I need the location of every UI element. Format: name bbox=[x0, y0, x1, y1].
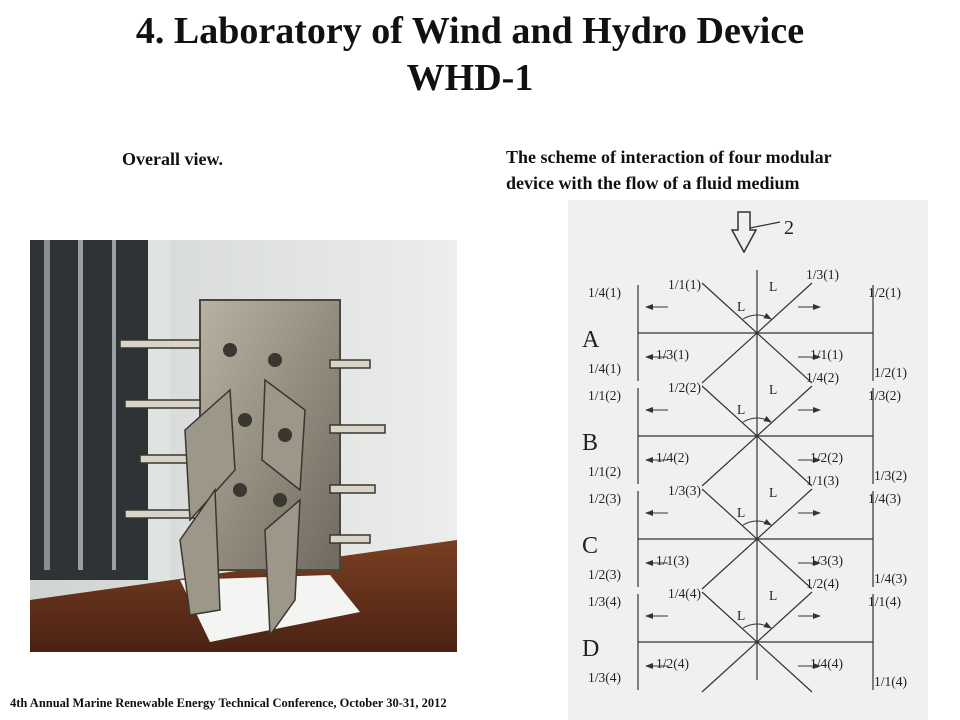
scheme-label-ll: 1/3(4) bbox=[588, 670, 621, 685]
scheme-row-c: 1/2(3) 1/3(3) 1/1(3) 1/4(3) 1/2(3) 1/1(3) 1/3(… bbox=[582, 473, 907, 590]
scheme-label-ul: 1/4(1) bbox=[588, 285, 621, 300]
scheme-label-ur: 1/1(4) bbox=[868, 594, 901, 609]
scheme-caption-line2: device with the flow of a fluid medium bbox=[506, 173, 800, 193]
scheme-label-lr: 1/3(2) bbox=[874, 468, 907, 483]
scheme-row-a: 1/4(1) 1/1(1) 1/3(1) 1/2(1) 1/4(1) 1/3(1) 1/1(… bbox=[582, 267, 907, 384]
angle-label: L bbox=[737, 608, 745, 623]
footer-text: 4th Annual Marine Renewable Energy Techn… bbox=[10, 696, 447, 710]
scheme-label-ucl: 1/1(1) bbox=[668, 277, 701, 292]
row-letter: B bbox=[582, 430, 598, 456]
interaction-scheme: 2 1/4(1)1/1(1)1/3(1)1/2(1)1/4(1)1/3(1)1/… bbox=[568, 200, 928, 720]
row-letter: C bbox=[582, 533, 598, 559]
scheme-label-lr: 1/4(3) bbox=[874, 571, 907, 586]
scheme-label-ucl: 1/4(4) bbox=[668, 586, 701, 601]
scheme-label-ucr: 1/3(1) bbox=[806, 267, 839, 282]
scheme-label-ucr: 1/1(3) bbox=[806, 473, 839, 488]
scheme-label-lcr: 1/2(2) bbox=[810, 450, 843, 465]
angle-label: L bbox=[769, 588, 777, 603]
flow-label: 2 bbox=[784, 217, 794, 239]
scheme-label-ll: 1/4(1) bbox=[588, 361, 621, 376]
scheme-label-ll: 1/1(2) bbox=[588, 464, 621, 479]
angle-label: L bbox=[737, 505, 745, 520]
scheme-label-lcr: 1/4(4) bbox=[810, 656, 843, 671]
scheme-label-ucr: 1/2(4) bbox=[806, 576, 839, 591]
scheme-label-ucl: 1/3(3) bbox=[668, 483, 701, 498]
flow-arrow-icon bbox=[730, 211, 758, 254]
scheme-row-b: 1/1(2) 1/2(2) 1/4(2) 1/3(2) 1/1(2) 1/4(2) 1/2(… bbox=[582, 370, 907, 487]
scheme-label-ul: 1/3(4) bbox=[588, 594, 621, 609]
photo-caption: Overall view. bbox=[122, 149, 223, 169]
scheme-label-ucl: 1/2(2) bbox=[668, 380, 701, 395]
row-letter: A bbox=[582, 327, 600, 353]
angle-label: L bbox=[737, 299, 745, 314]
scheme-label-ucr: 1/4(2) bbox=[806, 370, 839, 385]
scheme-label-lcl: 1/4(2) bbox=[656, 450, 689, 465]
scheme-label-ur: 1/3(2) bbox=[868, 388, 901, 403]
scheme-label-lcl: 1/2(4) bbox=[656, 656, 689, 671]
angle-label: L bbox=[737, 402, 745, 417]
slide-title: 4. Laboratory of Wind and Hydro Device bbox=[135, 10, 805, 52]
slide-subtitle: WHD-1 bbox=[406, 57, 534, 99]
row-letter: D bbox=[582, 636, 599, 662]
scheme-label-lcr: 1/1(1) bbox=[810, 347, 843, 362]
scheme-caption-line1: The scheme of interaction of four modula… bbox=[506, 147, 832, 167]
scheme-label-ul: 1/1(2) bbox=[588, 388, 621, 403]
angle-label: L bbox=[769, 279, 777, 294]
scheme-label-lr: 1/1(4) bbox=[874, 674, 907, 689]
scheme-label-ll: 1/2(3) bbox=[588, 567, 621, 582]
scheme-label-lcl: 1/1(3) bbox=[656, 553, 689, 568]
scheme-rows: 1/4(1) 1/1(1) 1/3(1) 1/2(1) 1/4(1) 1/3(1) 1/1(… bbox=[582, 267, 907, 693]
scheme-label-lcr: 1/3(3) bbox=[810, 553, 843, 568]
scheme-caption: The scheme of interaction of four modula… bbox=[506, 144, 956, 196]
scheme-label-lr: 1/2(1) bbox=[874, 365, 907, 380]
scheme-label-ur: 1/4(3) bbox=[868, 491, 901, 506]
device-photo bbox=[30, 240, 457, 652]
scheme-label-ur: 1/2(1) bbox=[868, 285, 901, 300]
angle-label: L bbox=[769, 485, 777, 500]
scheme-row-d: 1/3(4) 1/4(4) 1/2(4) 1/1(4) 1/3(4) 1/2(4) 1/4(… bbox=[582, 576, 907, 693]
scheme-label-lcl: 1/3(1) bbox=[656, 347, 689, 362]
angle-label: L bbox=[769, 382, 777, 397]
scheme-label-ul: 1/2(3) bbox=[588, 491, 621, 506]
